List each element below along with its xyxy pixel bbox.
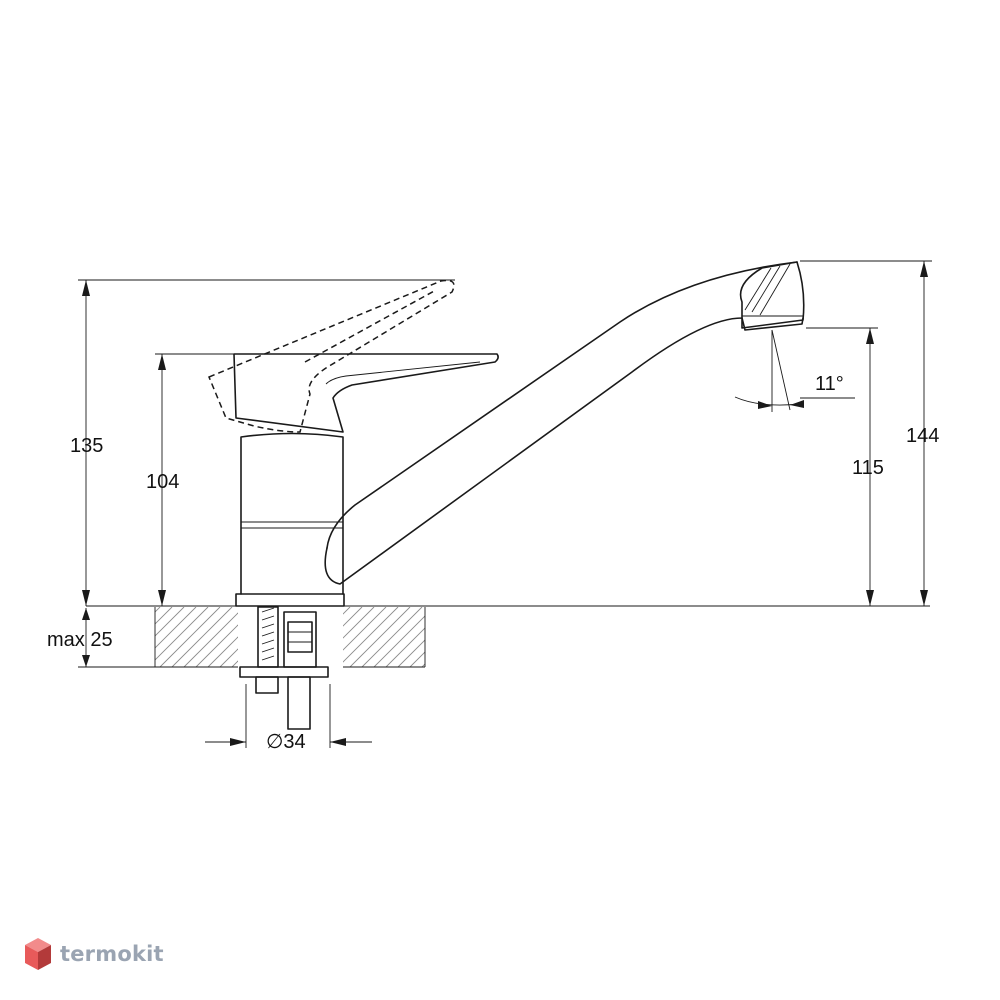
dimension-spout-top: 144 (800, 260, 939, 606)
countertop-section (154, 607, 426, 668)
dimension-label-135: 135 (70, 435, 103, 457)
brand-name: termokit (60, 942, 164, 966)
dimension-diameter: ∅34 (205, 684, 372, 753)
dimension-label-104: 104 (146, 471, 179, 493)
mounting-hardware (239, 606, 329, 730)
countertop-hatch-right (343, 607, 425, 667)
dimension-label-144: 144 (906, 425, 939, 447)
lever-handle-open-outline (208, 279, 455, 433)
dimension-label-diameter: ∅34 (266, 731, 306, 753)
dimension-spout-angle: 11° (734, 329, 855, 412)
dimension-body-height: 104 (146, 353, 236, 606)
countertop-hatch-left (155, 607, 238, 667)
brand-logo: termokit (24, 934, 164, 974)
cube-logo-icon (25, 938, 51, 970)
dimension-label-max25: max 25 (47, 629, 113, 651)
dimension-countertop: max 25 (47, 608, 155, 668)
dimension-spout-height: 115 (806, 327, 884, 606)
spout (324, 261, 805, 585)
faucet-body (235, 432, 345, 607)
dimension-label-11deg: 11° (815, 373, 844, 395)
lever-handle (233, 353, 499, 433)
dimension-label-115: 115 (852, 457, 884, 479)
dimension-total-height: 135 (70, 279, 455, 606)
